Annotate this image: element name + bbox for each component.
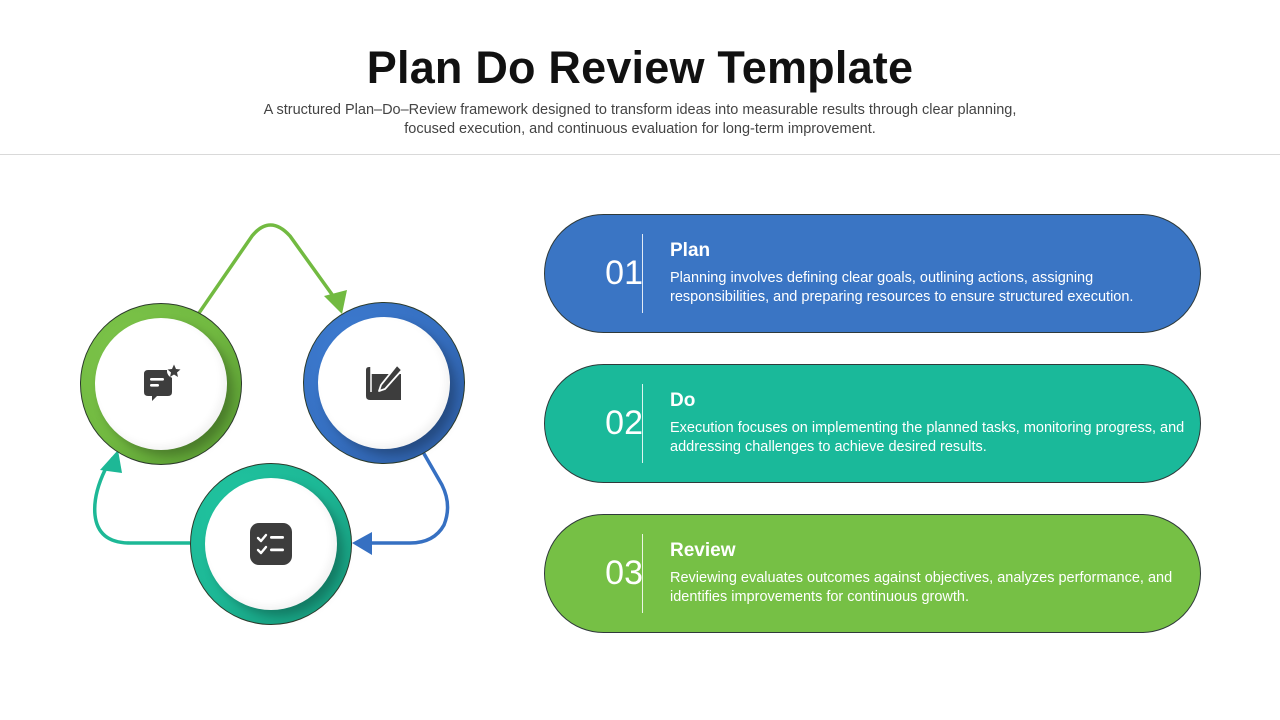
- page-title: Plan Do Review Template: [366, 42, 914, 93]
- step-number: 03: [605, 554, 643, 592]
- arrow-head-green-icon: [324, 290, 347, 314]
- step-description: Reviewing evaluates outcomes against obj…: [670, 570, 1173, 605]
- step-title: Do: [670, 390, 696, 411]
- cycle-node-do: [190, 463, 352, 625]
- step-card-plan: 01 Plan Planning involves defining clear…: [544, 214, 1201, 333]
- node-inner: [205, 478, 337, 610]
- step-number: 01: [605, 254, 643, 292]
- step-number: 02: [605, 404, 643, 442]
- slide-header: Plan Do Review Template A structured Pla…: [0, 0, 1280, 155]
- card-divider: [642, 384, 643, 463]
- step-card-do: 02 Do Execution focuses on implementing …: [544, 364, 1201, 483]
- arrow-head-blue-icon: [352, 532, 372, 555]
- arrow-review-to-plan: [197, 223, 338, 314]
- node-inner: [95, 318, 227, 450]
- cycle-node-plan: [303, 302, 465, 464]
- cycle-node-review: [80, 303, 242, 465]
- step-title: Plan: [670, 240, 711, 261]
- node-inner: [318, 317, 450, 449]
- page-subtitle: A structured Plan–Do–Review framework de…: [263, 102, 1017, 137]
- checklist-icon: [250, 523, 292, 565]
- card-divider: [642, 534, 643, 613]
- step-description: Planning involves defining clear goals, …: [670, 270, 1134, 305]
- step-title: Review: [670, 540, 736, 561]
- header-divider: [0, 154, 1280, 155]
- arrow-do-to-review: [92, 457, 190, 545]
- step-description: Execution focuses on implementing the pl…: [670, 420, 1185, 455]
- blueprint-pencil-icon: [366, 364, 403, 400]
- chat-star-icon: [144, 364, 181, 401]
- arrow-head-teal-icon: [100, 450, 122, 473]
- card-divider: [642, 234, 643, 313]
- arrow-plan-to-do: [368, 451, 450, 545]
- step-card-review: 03 Review Reviewing evaluates outcomes a…: [544, 514, 1201, 633]
